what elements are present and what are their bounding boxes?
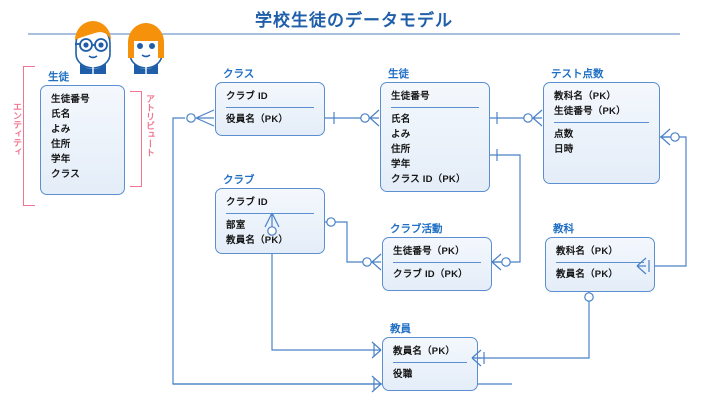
title-divider-rule (28, 33, 680, 35)
entity-body: 生徒番号 氏名 よみ 住所 学年 クラス (40, 85, 125, 195)
key-divider (226, 213, 314, 214)
attribute-section: 役職 (383, 367, 477, 382)
crowsfoot-one-many-kyouin-right (471, 349, 485, 367)
attribute-row: 学年 (51, 154, 71, 165)
key-section: クラブ ID (216, 195, 324, 210)
entity-title: テスト点数 (551, 68, 604, 80)
attribute-section: 氏名 よみ 住所 学年 クラス ID（PK） (381, 112, 489, 187)
entity-body: 教科名（PK） 生徒番号（PK） 点数 日時 (543, 82, 660, 184)
entity-title: 生徒 (388, 68, 409, 80)
attribute-row: クラス ID（PK） (391, 174, 466, 185)
attribute-row: 日時 (554, 144, 574, 155)
attribute-row: 住所 (391, 144, 411, 155)
attribute-section: 部室 教員名（PK） (216, 218, 324, 248)
attribute-section: 点数 日時 (544, 127, 659, 157)
attribute-row: 教員名（PK） (556, 269, 619, 280)
entity-kurasu[interactable]: クラス クラブ ID 役員名（PK） (215, 68, 325, 136)
entity-body: 生徒番号 氏名 よみ 住所 学年 クラス ID（PK） (380, 82, 490, 192)
key-section: 教科名（PK） 生徒番号（PK） (544, 89, 659, 119)
entity-title: 生徒 (48, 71, 69, 83)
entity-body: クラブ ID 役員名（PK） (215, 82, 325, 136)
key-divider (393, 362, 467, 363)
entity-title: クラブ活動 (390, 223, 443, 235)
attribute-row: クラブ ID（PK） (393, 269, 468, 280)
attribute-row: クラス (51, 169, 80, 180)
crowsfoot-zero-many-tesuto-left (523, 109, 543, 127)
crowsfoot-zero-many-seito-left (360, 109, 380, 127)
zero-one-kyouka-bottom (584, 292, 594, 302)
attribute-row: 住所 (51, 139, 71, 150)
attribute-row: 点数 (554, 129, 574, 140)
crowsfoot-zero-many-kurabukatsudou-left (362, 253, 382, 271)
entity-annotation-label: エンティティ (12, 102, 22, 156)
attribute-row: よみ (391, 129, 411, 140)
entity-body: クラブ ID 部室 教員名（PK） (215, 188, 325, 254)
key-attribute-row: 生徒番号（PK） (554, 106, 626, 117)
key-attribute-row: 教科名（PK） (554, 91, 617, 102)
attribute-row: 氏名 (391, 114, 411, 125)
attribute-section: 生徒番号 氏名 よみ 住所 学年 クラス (41, 92, 124, 182)
attribute-row: 役員名（PK） (226, 114, 289, 125)
attribute-section: 教員名（PK） (546, 267, 654, 282)
key-section: 生徒番号（PK） (383, 244, 491, 259)
student-mascot-illustration (75, 21, 164, 74)
attribute-section: クラブ ID（PK） (383, 267, 491, 282)
entity-kyouin[interactable]: 教員 教員名（PK） 役職 (382, 323, 478, 391)
link-kyouka-to-kyouin (478, 292, 590, 359)
attribute-section: 役員名（PK） (216, 112, 324, 127)
attribute-row: 氏名 (51, 109, 71, 120)
entity-seito-legend[interactable]: 生徒 生徒番号 氏名 よみ 住所 学年 クラス (40, 71, 125, 195)
key-attribute-row: 生徒番号 (391, 91, 430, 102)
entity-tesuto-tensuu[interactable]: テスト点数 教科名（PK） 生徒番号（PK） 点数 日時 (543, 68, 660, 184)
crowsfoot-zero-many-tesuto-right (660, 128, 680, 146)
mascot-girl (128, 23, 164, 74)
key-attribute-row: クラブ ID (226, 197, 268, 208)
crowsfoot-one-many-kyouin-left-upper (371, 341, 382, 359)
key-divider (556, 262, 644, 263)
entity-title: 教員 (390, 323, 411, 335)
key-attribute-row: 生徒番号（PK） (393, 246, 465, 257)
entity-body: 教員名（PK） 役職 (382, 337, 478, 391)
key-divider (393, 262, 481, 263)
attribute-row: よみ (51, 124, 71, 135)
entity-kurabu-katsudou[interactable]: クラブ活動 生徒番号（PK） クラブ ID（PK） (382, 223, 492, 291)
entity-seito[interactable]: 生徒 生徒番号 氏名 よみ 住所 学年 クラス ID（PK） (380, 68, 490, 192)
entity-kyouka[interactable]: 教科 教科名（PK） 教員名（PK） (545, 223, 655, 292)
entity-title: クラブ (223, 174, 255, 186)
key-section: 生徒番号 (381, 89, 489, 104)
key-section: 教員名（PK） (383, 344, 477, 359)
key-divider (226, 107, 314, 108)
mascot-boy (75, 21, 111, 74)
key-divider (554, 122, 649, 123)
crowsfoot-one-many-kyouin-left-lower (371, 375, 382, 393)
attribute-annotation-label: アトリビュート (145, 94, 155, 157)
key-attribute-row: 教員名（PK） (393, 346, 456, 357)
zero-one-kurabu-right (326, 217, 336, 227)
crowsfoot-one-many-kyouka-right (636, 257, 650, 275)
attribute-annotation-bracket (130, 91, 142, 187)
entity-body: 生徒番号（PK） クラブ ID（PK） (382, 237, 492, 291)
key-attribute-row: クラブ ID (226, 91, 268, 102)
attribute-row: 生徒番号 (51, 94, 90, 105)
attribute-row: 教員名（PK） (226, 235, 289, 246)
crowsfoot-zero-many-kurabukatsudou-right (491, 253, 511, 271)
link-kurabu-to-kurabukatsudou (325, 221, 372, 263)
attribute-row: 役職 (393, 369, 413, 380)
entity-body: 教科名（PK） 教員名（PK） (545, 237, 655, 292)
attribute-row: 部室 (226, 220, 246, 231)
attribute-row: 学年 (391, 159, 411, 170)
entity-annotation-bracket (23, 66, 35, 206)
entity-title: 教科 (553, 223, 574, 235)
entity-title: クラス (223, 68, 255, 80)
crowsfoot-zero-many-kurabu-bottom (264, 212, 280, 236)
key-section: クラブ ID (216, 89, 324, 104)
page-title: 学校生徒のデータモデル (255, 11, 453, 30)
crowsfoot-zero-many-kurasu-left (186, 109, 215, 127)
entity-kurabu[interactable]: クラブ クラブ ID 部室 教員名（PK） (215, 174, 325, 254)
key-attribute-row: 教科名（PK） (556, 246, 619, 257)
key-divider (391, 107, 479, 108)
key-section: 教科名（PK） (546, 244, 654, 259)
